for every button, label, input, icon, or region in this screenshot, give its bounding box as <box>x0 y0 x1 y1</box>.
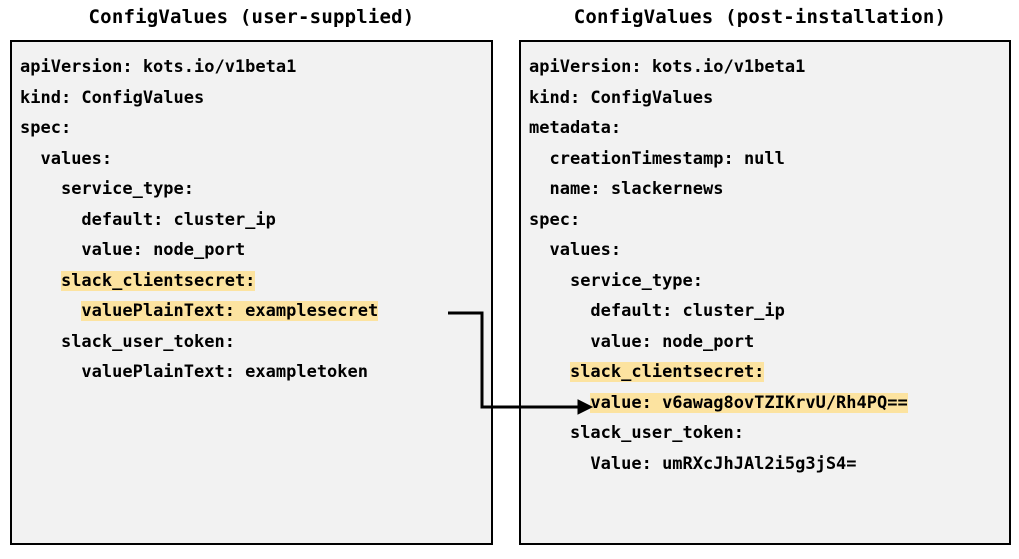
code-text-highlighted: valuePlainText: examplesecret <box>81 301 379 321</box>
code-text: kind: ConfigValues <box>529 87 714 108</box>
code-indent <box>20 301 81 321</box>
code-text-highlighted: slack_clientsecret: <box>569 362 765 382</box>
code-indent <box>529 301 590 321</box>
code-indent <box>20 210 81 230</box>
code-text: spec: <box>529 209 581 230</box>
code-indent <box>20 179 61 199</box>
code-line: apiVersion: kots.io/v1beta1 <box>20 52 491 83</box>
code-line: value: node_port <box>529 327 1009 358</box>
code-indent <box>529 393 590 413</box>
code-line: kind: ConfigValues <box>529 83 1009 114</box>
code-line: Value: umRXcJhJAl2i5g3jS4= <box>529 449 1009 480</box>
code-line: slack_user_token: <box>20 327 491 358</box>
left-panel-title: ConfigValues (user-supplied) <box>88 6 415 28</box>
code-line: valuePlainText: examplesecret <box>20 296 491 327</box>
code-line: service_type: <box>20 174 491 205</box>
code-line: metadata: <box>529 113 1009 144</box>
code-indent <box>20 149 40 169</box>
code-text: default: cluster_ip <box>590 301 785 321</box>
right-panel-title: ConfigValues (post-installation) <box>573 6 947 28</box>
right-code-lines: apiVersion: kots.io/v1beta1 kind: ConfigV… <box>529 52 1009 479</box>
right-code-box: apiVersion: kots.io/v1beta1 kind: ConfigV… <box>519 40 1011 545</box>
code-line: values: <box>529 235 1009 266</box>
code-indent <box>529 423 570 443</box>
code-line: kind: ConfigValues <box>20 83 491 114</box>
code-text: Value: umRXcJhJAl2i5g3jS4= <box>590 453 857 474</box>
code-text: apiVersion: kots.io/v1beta1 <box>529 57 806 77</box>
code-text: creationTimestamp: null <box>549 148 785 169</box>
code-text: values: <box>40 148 113 169</box>
code-line: valuePlainText: exampletoken <box>20 357 491 388</box>
code-text: name: slackernews <box>549 179 724 199</box>
code-indent <box>529 332 590 352</box>
code-indent <box>20 271 61 291</box>
code-line: slack_clientsecret: <box>529 357 1009 388</box>
code-line: default: cluster_ip <box>529 296 1009 327</box>
code-indent <box>529 271 570 291</box>
code-indent <box>20 362 81 382</box>
left-code-box: apiVersion: kots.io/v1beta1 kind: ConfigV… <box>10 40 493 545</box>
code-text: kind: ConfigValues <box>20 87 205 108</box>
code-line: value: node_port <box>20 235 491 266</box>
code-text: service_type: <box>60 179 195 199</box>
left-panel: ConfigValues (user-supplied) apiVersion:… <box>0 0 503 559</box>
left-code-lines: apiVersion: kots.io/v1beta1 kind: ConfigV… <box>20 52 491 388</box>
code-text: slack_user_token: <box>60 331 235 352</box>
code-line: value: v6awag8ovTZIKrvU/Rh4PQ== <box>529 388 1009 419</box>
code-text: valuePlainText: exampletoken <box>81 362 368 382</box>
code-line: default: cluster_ip <box>20 205 491 236</box>
code-text: default: cluster_ip <box>81 209 276 230</box>
code-indent <box>529 454 590 474</box>
code-text: value: node_port <box>590 331 755 352</box>
code-indent <box>529 240 549 260</box>
code-text-highlighted: slack_clientsecret: <box>60 270 256 291</box>
code-line: slack_clientsecret: <box>20 266 491 297</box>
code-text-highlighted: value: v6awag8ovTZIKrvU/Rh4PQ== <box>590 392 908 413</box>
code-text: spec: <box>20 118 72 138</box>
code-text: metadata: <box>529 118 622 138</box>
code-line: spec: <box>20 113 491 144</box>
code-line: service_type: <box>529 266 1009 297</box>
code-text: slack_user_token: <box>569 423 744 443</box>
code-indent <box>529 149 549 169</box>
code-line: slack_user_token: <box>529 418 1009 449</box>
code-line: values: <box>20 144 491 175</box>
code-text: value: node_port <box>81 240 246 260</box>
right-panel: ConfigValues (post-installation) apiVers… <box>510 0 1011 559</box>
code-indent <box>529 362 570 382</box>
code-text: apiVersion: kots.io/v1beta1 <box>20 57 297 77</box>
code-line: name: slackernews <box>529 174 1009 205</box>
code-line: apiVersion: kots.io/v1beta1 <box>529 52 1009 83</box>
code-line: creationTimestamp: null <box>529 144 1009 175</box>
code-text: values: <box>549 240 622 260</box>
code-line: spec: <box>529 205 1009 236</box>
code-indent <box>20 240 81 260</box>
code-indent <box>529 179 549 199</box>
code-indent <box>20 332 61 352</box>
code-text: service_type: <box>569 270 704 291</box>
